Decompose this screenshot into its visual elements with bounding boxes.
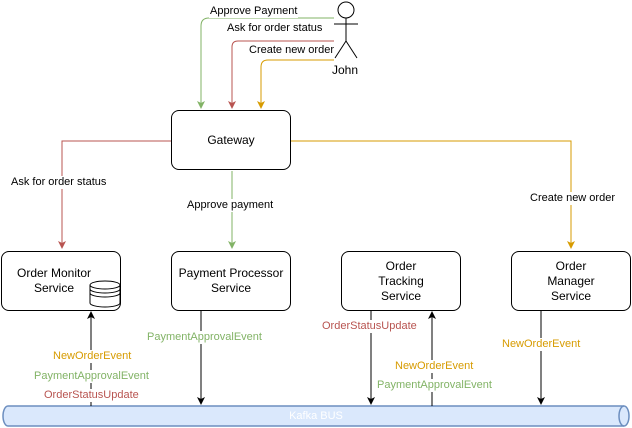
john-approve-payment-label: Approve Payment: [209, 5, 299, 18]
gw-create-order-label: Create new order: [529, 192, 616, 205]
gw-ask-status-edge: [58, 140, 171, 249]
manager-new-order-event: NewOrderEvent: [501, 338, 582, 351]
gw-ask-status-label: Ask for order status: [10, 176, 108, 189]
processor-payment-approval-event: PaymentApprovalEvent: [146, 331, 263, 344]
tracking-status-update-event: OrderStatusUpdate: [321, 320, 418, 333]
monitor-payment-approval-event: PaymentApprovalEvent: [33, 370, 150, 383]
payment-processor-service-node[interactable]: Payment Processor Service: [171, 251, 291, 311]
order-manager-service-node[interactable]: Order Manager Service: [511, 251, 631, 311]
tracking-payment-approval-event: PaymentApprovalEvent: [376, 379, 493, 392]
monitor-new-order-event: NewOrderEvent: [52, 350, 133, 363]
kafka-bus: [2, 405, 630, 427]
john-create-order-edge: [257, 59, 334, 109]
gateway-node[interactable]: Gateway: [171, 110, 291, 170]
database-icon: [89, 280, 121, 308]
tracking-new-order-event: NewOrderEvent: [394, 360, 475, 373]
john-ask-status-label: Ask for order status: [226, 22, 324, 35]
actor-name: John: [331, 63, 360, 77]
monitor-status-update-event: OrderStatusUpdate: [43, 389, 140, 402]
order-monitor-service-label: Order Monitor Service: [16, 266, 92, 295]
user-actor-icon: [334, 1, 358, 59]
order-tracking-service-node[interactable]: Order Tracking Service: [341, 251, 461, 311]
john-create-order-label: Create new order: [248, 44, 335, 57]
gw-create-order-edge: [291, 140, 575, 249]
kafka-bus-label: Kafka BUS: [289, 410, 343, 422]
gw-approve-payment-label: Approve payment: [186, 199, 275, 212]
john-ask-status-edge: [228, 40, 334, 109]
john-approve-payment-edge: [197, 17, 334, 109]
